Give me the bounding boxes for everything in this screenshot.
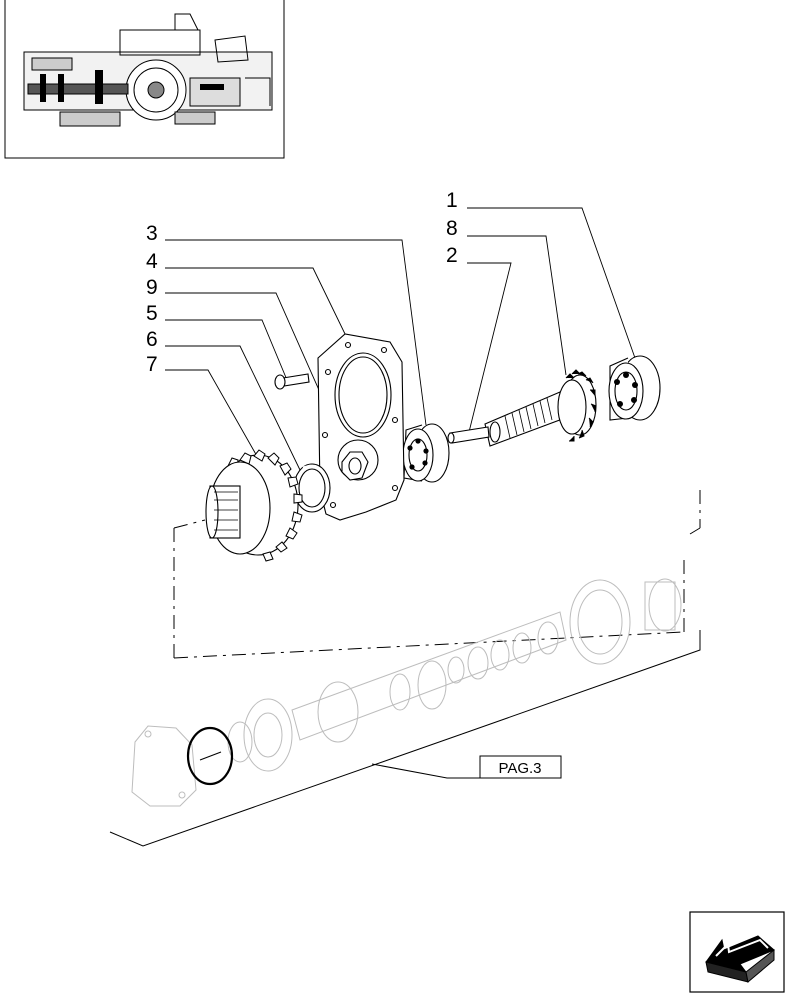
bearing-part-1 xyxy=(608,355,661,421)
snap-ring-part-6 xyxy=(293,463,331,513)
o-ring xyxy=(186,726,234,786)
callout-7: 7 xyxy=(146,353,158,376)
bolt-part-5 xyxy=(274,373,310,390)
arrow-back-icon[interactable] xyxy=(689,911,785,993)
callout-2: 2 xyxy=(446,244,458,267)
bearing-part-3 xyxy=(402,423,450,483)
nut-part-9 xyxy=(341,451,369,481)
callout-labels: 1 8 2 3 4 9 5 6 7 xyxy=(146,189,458,376)
callout-5: 5 xyxy=(146,302,158,325)
cover-plate-part-4 xyxy=(317,333,405,521)
lower-boundary xyxy=(109,630,701,847)
overview-thumbnail[interactable] xyxy=(4,0,285,159)
callout-4: 4 xyxy=(146,250,158,273)
assembly-boundary xyxy=(173,490,701,659)
pin-part-2 xyxy=(447,426,490,444)
callout-8: 8 xyxy=(446,217,458,240)
gear-shaft-part-8 xyxy=(484,369,597,447)
callout-9: 9 xyxy=(146,276,158,299)
callout-6: 6 xyxy=(146,328,158,351)
lower-shaft-assembly xyxy=(131,578,682,807)
callout-1: 1 xyxy=(446,189,458,212)
page-reference-label: PAG.3 xyxy=(498,760,541,777)
callout-3: 3 xyxy=(146,222,158,245)
page-reference-link[interactable]: PAG.3 xyxy=(479,755,562,779)
gear-part-7 xyxy=(205,449,303,562)
leader-lines xyxy=(165,207,636,471)
